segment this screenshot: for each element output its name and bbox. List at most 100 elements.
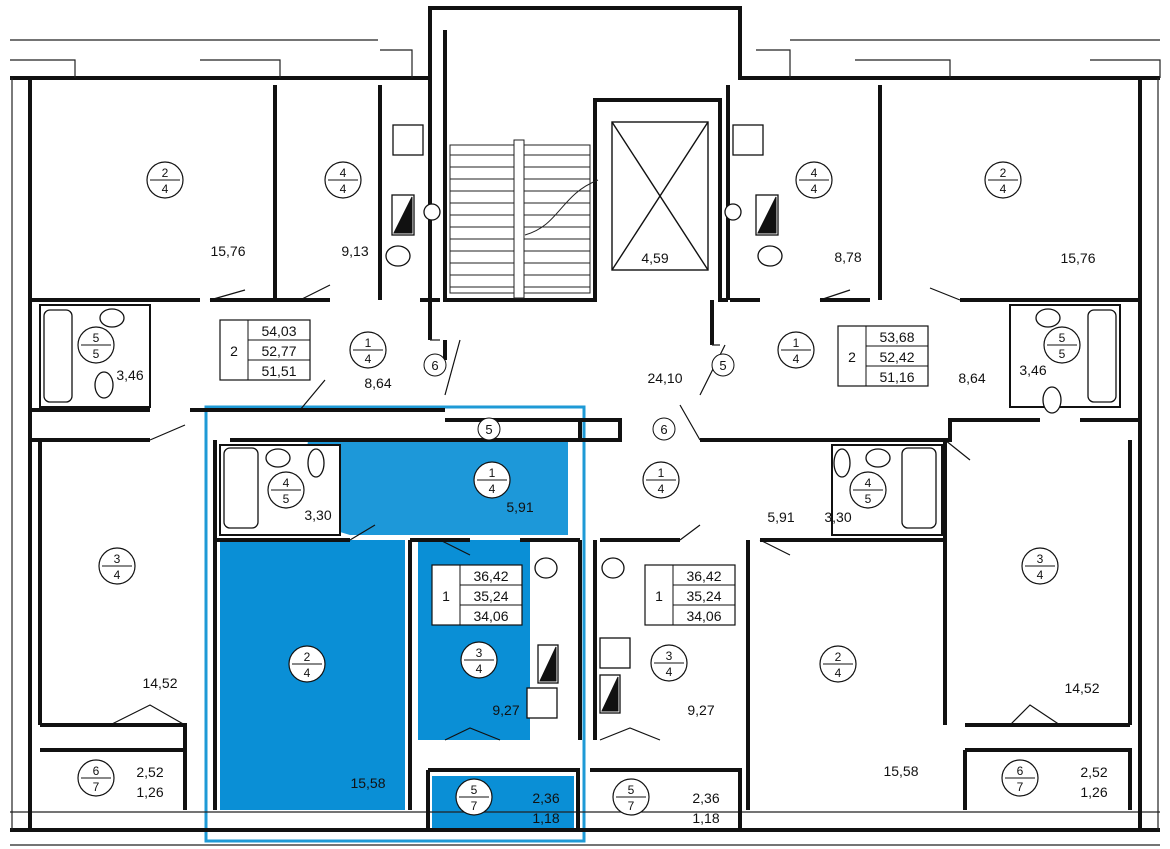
room-label-br-bath: 453,30 bbox=[824, 471, 887, 525]
corridor-area: 24,10 bbox=[647, 370, 682, 386]
toilet-icon bbox=[833, 448, 851, 478]
room-area: 14,52 bbox=[142, 675, 177, 691]
room-area: 3,30 bbox=[304, 507, 331, 523]
room-label-tl-bath: 553,46 bbox=[77, 326, 144, 383]
room-label-tl-kitchen: 449,13 bbox=[324, 161, 369, 259]
room-type: 4 bbox=[162, 182, 169, 196]
room-number: 2 bbox=[1000, 166, 1007, 180]
sink-icon bbox=[534, 557, 558, 579]
room-number: 3 bbox=[1037, 552, 1044, 566]
marker-4: 6 bbox=[660, 422, 667, 437]
marker-1: 6 bbox=[431, 358, 438, 373]
room-type: 4 bbox=[489, 482, 496, 496]
room-number: 2 bbox=[304, 650, 311, 664]
room-type: 5 bbox=[1059, 347, 1066, 361]
bathtub-icon bbox=[223, 447, 259, 529]
room-number: 6 bbox=[1017, 764, 1024, 778]
room-type: 7 bbox=[93, 780, 100, 794]
room-number: 5 bbox=[1059, 331, 1066, 345]
room-type: 5 bbox=[865, 492, 872, 506]
stove-icon bbox=[732, 124, 764, 156]
room-area: 3,30 bbox=[824, 509, 851, 525]
room-type: 4 bbox=[658, 482, 665, 496]
room-label-rb-balcony: 672,521,26 bbox=[1001, 759, 1108, 800]
stove-icon bbox=[392, 124, 424, 156]
apartment-rooms: 2 bbox=[230, 343, 238, 359]
toilet-icon bbox=[307, 448, 325, 478]
apartment-total: 54,03 bbox=[261, 323, 296, 339]
fixtures bbox=[43, 124, 1117, 719]
apartment-total: 36,42 bbox=[686, 568, 721, 584]
room-area: 9,27 bbox=[687, 702, 714, 718]
apartment-total: 36,42 bbox=[473, 568, 508, 584]
room-area: 15,76 bbox=[210, 243, 245, 259]
room-area: 8,78 bbox=[834, 249, 861, 265]
room-type: 4 bbox=[304, 666, 311, 680]
room-label-hl-bath: 453,30 bbox=[267, 471, 332, 523]
stove-icon bbox=[526, 687, 558, 719]
room-area: 5,91 bbox=[506, 499, 533, 515]
room-area: 3,46 bbox=[116, 367, 143, 383]
room-label-hl-kitchen: 349,27 bbox=[460, 641, 520, 718]
room-label-tr-hall: 148,64 bbox=[777, 331, 986, 386]
room-area: 8,64 bbox=[364, 375, 391, 391]
room-type: 7 bbox=[471, 799, 478, 813]
apartment-tables: 254,0352,7751,51253,6852,4251,16136,4235… bbox=[219, 319, 929, 626]
room-area: 15,58 bbox=[350, 775, 385, 791]
room-area: 3,46 bbox=[1019, 362, 1046, 378]
room-label-tr-kitchen: 448,78 bbox=[795, 161, 862, 265]
marker-2: 5 bbox=[719, 358, 726, 373]
sink-icon bbox=[757, 245, 783, 267]
apartment-rooms: 2 bbox=[848, 349, 856, 365]
room-number: 3 bbox=[114, 552, 121, 566]
bathtub-icon bbox=[1087, 309, 1117, 403]
room-area: 14,52 bbox=[1064, 680, 1099, 696]
room-label-cm-kitchen: 349,27 bbox=[650, 644, 715, 718]
apartment-total: 53,68 bbox=[879, 329, 914, 345]
room-type: 4 bbox=[365, 352, 372, 366]
room-area-reduced: 1,26 bbox=[1080, 784, 1107, 800]
room-number: 1 bbox=[658, 466, 665, 480]
room-area: 9,13 bbox=[341, 243, 368, 259]
apartment-reduced: 34,06 bbox=[473, 608, 508, 624]
room-area: 8,64 bbox=[958, 370, 985, 386]
room-type: 4 bbox=[666, 665, 673, 679]
bathtub-icon bbox=[901, 447, 937, 529]
room-number: 4 bbox=[811, 166, 818, 180]
apartment-reduced: 51,16 bbox=[879, 369, 914, 385]
staircase bbox=[449, 139, 599, 299]
apartment-reduced: 51,51 bbox=[261, 363, 296, 379]
room-area-reduced: 1,18 bbox=[532, 810, 559, 826]
room-area: 2,52 bbox=[1080, 764, 1107, 780]
room-label-hl-room: 2 4 15,58 bbox=[288, 645, 386, 791]
room-number: 3 bbox=[476, 646, 483, 660]
room-area: 5,91 bbox=[767, 509, 794, 525]
sink-icon bbox=[265, 448, 291, 468]
room-type: 7 bbox=[628, 799, 635, 813]
sink-icon bbox=[1035, 308, 1061, 328]
room-labels: 2415,76449,13553,46148,643414,52672,521,… bbox=[77, 161, 1108, 826]
marker-3: 5 bbox=[485, 422, 492, 437]
sink-icon bbox=[865, 448, 891, 468]
room-type: 4 bbox=[793, 352, 800, 366]
selection-outline bbox=[204, 405, 586, 843]
toilet-icon bbox=[1042, 386, 1062, 414]
sink-icon bbox=[601, 557, 625, 579]
axis-markers: 6 5 5 6 bbox=[423, 353, 735, 441]
elevator-area: 4,59 bbox=[641, 250, 668, 266]
room-label-tr-bath: 553,46 bbox=[1019, 326, 1081, 378]
doors bbox=[109, 284, 1061, 741]
apartment-living: 35,24 bbox=[686, 588, 721, 604]
toilet-icon bbox=[94, 371, 114, 399]
room-type: 4 bbox=[114, 568, 121, 582]
apartment-rooms: 1 bbox=[442, 588, 450, 604]
room-number: 6 bbox=[93, 764, 100, 778]
